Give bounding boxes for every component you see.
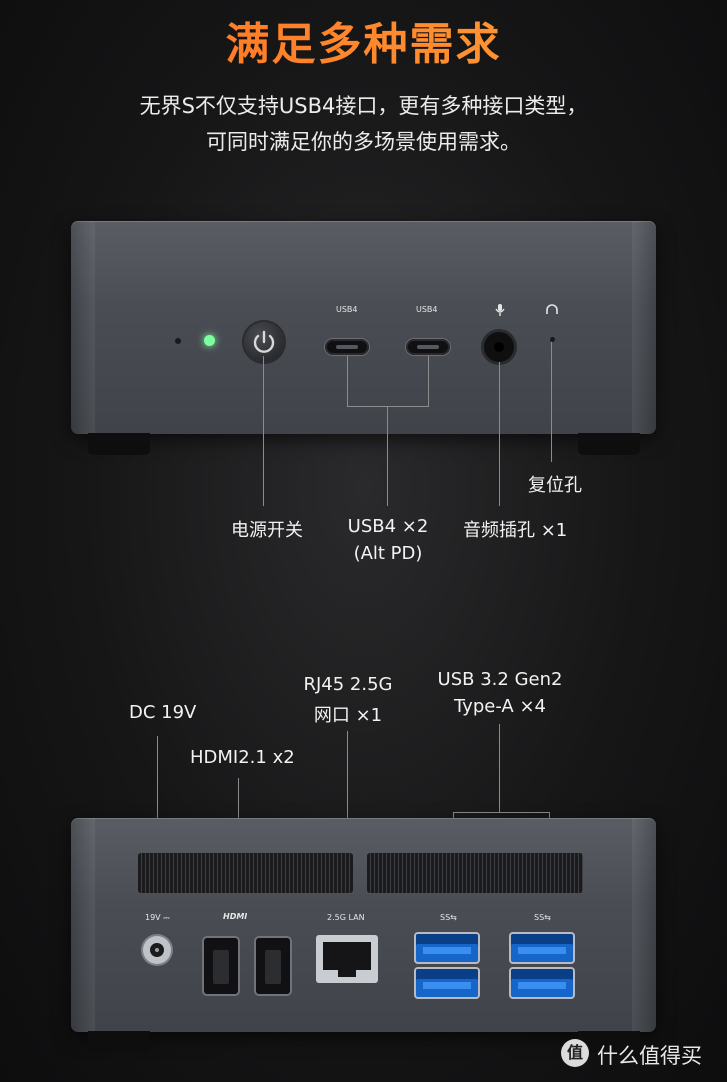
usb4-port-1[interactable] (325, 339, 369, 355)
sensor-dot (175, 338, 181, 344)
callout-line-usb4-stem (387, 406, 388, 506)
watermark-logo-icon: 值 (561, 1039, 589, 1067)
rear-device: 19V ⎓ HDMI 2.5G LAN SS⇆ SS⇆ (71, 818, 656, 1032)
callout-line-reset (551, 342, 552, 462)
headphone-icon (546, 304, 558, 314)
reset-hole[interactable] (550, 337, 555, 342)
vent-right (367, 853, 583, 893)
page-title: 满足多种需求 (0, 8, 727, 72)
silk-lan: 2.5G LAN (327, 913, 365, 922)
label-audio-jack: 音频插孔 ×1 (463, 520, 568, 541)
front-right-foot (578, 433, 640, 455)
hdmi-port-1[interactable] (204, 938, 238, 994)
rj45-port[interactable] (316, 935, 378, 983)
label-reset-hole: 复位孔 (528, 475, 582, 496)
usb-a-port-4[interactable] (511, 969, 573, 997)
headset-mic-icon (495, 304, 505, 316)
dc-jack[interactable] (143, 936, 171, 964)
watermark-text: 什么值得买 (597, 1044, 702, 1068)
silk-dc: 19V ⎓ (145, 913, 170, 922)
label-rj45-count: 网口 ×1 (313, 705, 383, 726)
label-power-switch: 电源开关 (231, 520, 303, 541)
front-device: USB4 USB4 (71, 221, 656, 434)
callout-line-usb-bridge (453, 812, 549, 813)
label-usb-a-gen: USB 3.2 Gen2 (437, 669, 563, 690)
usb-a-port-2[interactable] (416, 969, 478, 997)
hdmi-logo: HDMI (223, 912, 248, 921)
usb-ss-icon-1: SS⇆ (440, 913, 457, 922)
subtitle-line-2: 可同时满足你的多场景使用需求。 (206, 130, 521, 154)
power-led-icon (204, 335, 215, 346)
label-hdmi: HDMI2.1 x2 (190, 747, 295, 768)
callout-line-usb4-bridge (347, 406, 429, 407)
front-left-foot (88, 433, 150, 455)
label-usb4-note: (Alt PD) (353, 543, 423, 564)
usb4-port-2[interactable] (406, 339, 450, 355)
callout-line-usb4-b (428, 356, 429, 406)
power-button[interactable] (244, 322, 284, 362)
usb4-silk-label-2: USB4 (416, 305, 438, 314)
usb4-silk-label-1: USB4 (336, 305, 358, 314)
rear-right-foot (578, 1031, 640, 1053)
vent-left (138, 853, 353, 893)
power-icon (253, 330, 275, 353)
usb-a-port-1[interactable] (416, 934, 478, 962)
label-usb4-count: USB4 ×2 (347, 516, 429, 537)
label-dc-19v: DC 19V (129, 702, 197, 723)
usb-ss-icon-2: SS⇆ (534, 913, 551, 922)
callout-line-audio (499, 362, 500, 506)
usb-a-port-3[interactable] (511, 934, 573, 962)
audio-jack[interactable] (484, 332, 514, 362)
callout-line-usb-stem (499, 724, 500, 812)
subtitle-line-1: 无界S不仅支持USB4接口，更有多种接口类型， (139, 94, 588, 118)
callout-line-usb4-a (347, 356, 348, 406)
label-usb-a-count: Type-A ×4 (453, 696, 546, 717)
rear-left-foot (88, 1031, 150, 1053)
label-rj45-speed: RJ45 2.5G (303, 674, 393, 695)
hdmi-port-2[interactable] (256, 938, 290, 994)
callout-line-power (263, 356, 264, 506)
